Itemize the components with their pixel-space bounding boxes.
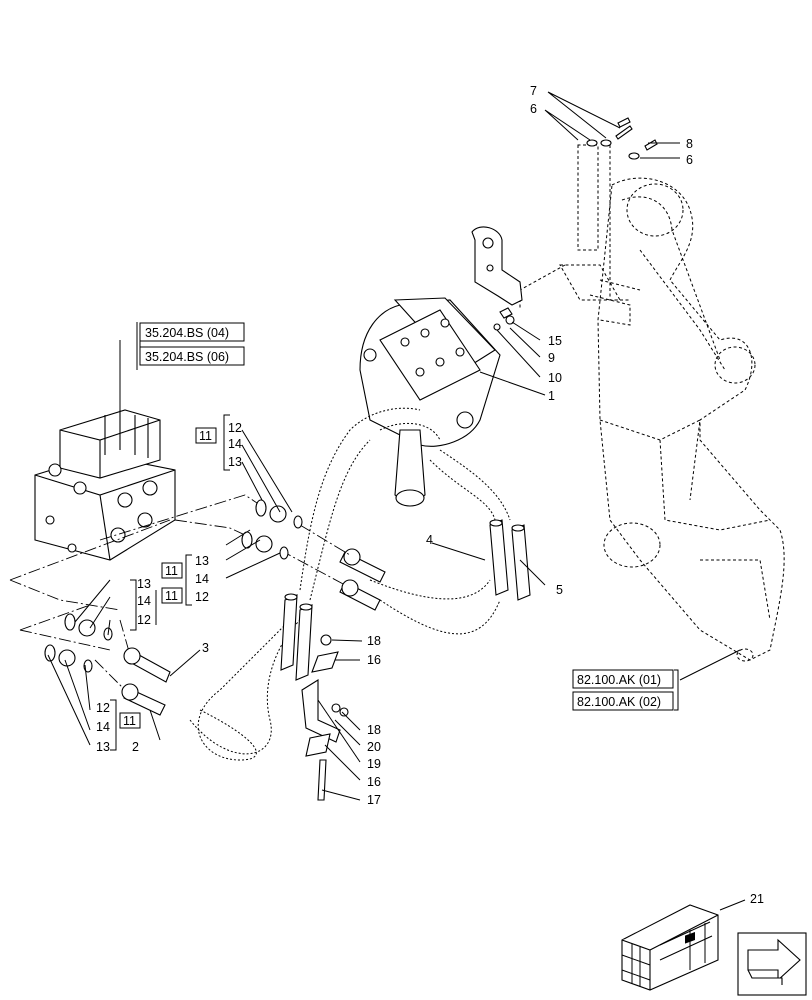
assembly-lines [9,494,351,691]
callout-14: 14 [195,572,209,586]
callout-12: 12 [228,421,242,435]
reference-frame-01-label[interactable]: 82.100.AK (01) [577,673,661,687]
crate-icon [621,904,719,991]
callout-3: 3 [202,641,209,655]
reference-valve-06-label[interactable]: 35.204.BS (06) [145,350,229,364]
loader-frame [519,144,785,662]
callout-12: 12 [96,701,110,715]
callout-19: 19 [367,757,381,771]
control-unit [359,297,501,507]
callout-5: 5 [556,583,563,597]
reference-frame-01[interactable] [572,669,674,689]
callout-18: 18 [367,723,381,737]
callout-21: 21 [750,892,764,906]
arrow-right-icon[interactable] [737,932,807,996]
callout-20: 20 [367,740,381,754]
callout-9: 9 [548,351,555,365]
hydraulic-hoses [189,407,511,761]
hose-ends-4-5 [489,519,531,601]
group-11-labels: 11 11 11 11 [119,427,217,729]
valve-block [34,409,176,561]
callout-18: 18 [367,634,381,648]
callout-16: 16 [367,775,381,789]
mounting-bracket [471,226,523,331]
hose-ends-center [280,548,386,681]
reference-frame-02-label[interactable]: 82.100.AK (02) [577,695,661,709]
reference-valve-04-label[interactable]: 35.204.BS (04) [145,326,229,340]
reference-frame-02[interactable] [572,691,674,711]
callout-12: 12 [137,613,151,627]
callout-14: 14 [228,437,242,451]
reference-valve-04[interactable] [139,322,245,342]
callout-4: 4 [426,533,433,547]
callout-14: 14 [137,594,151,608]
callout-14: 14 [96,720,110,734]
callout-11: 11 [199,429,212,443]
reference-valve-06[interactable] [139,346,245,366]
callout-12: 12 [195,590,209,604]
callout-13: 13 [137,577,151,591]
callout-13: 13 [96,740,110,754]
callout-8: 8 [686,137,693,151]
callout-16: 16 [367,653,381,667]
callout-6: 6 [686,153,693,167]
callout-leaders [47,91,746,911]
callout-10: 10 [548,371,562,385]
callout-17: 17 [367,793,381,807]
callout-13: 13 [228,455,242,469]
fittings-and-seals [44,499,303,716]
callout-13: 13 [195,554,209,568]
reference-links: 35.204.BS (04) 35.204.BS (06) 82.100.AK … [139,322,674,711]
callout-6: 6 [530,102,537,116]
callout-11: 11 [123,714,136,728]
callout-2: 2 [132,740,139,754]
hose-clamp [301,634,349,801]
group-brackets [110,322,679,751]
callout-7: 7 [530,84,537,98]
callout-11: 11 [165,564,178,578]
callout-labels: 7 6 8 6 15 9 10 1 12 14 13 13 14 12 13 1… [96,84,764,906]
callout-15: 15 [548,334,562,348]
callout-1: 1 [548,389,555,403]
callout-11: 11 [165,589,178,603]
